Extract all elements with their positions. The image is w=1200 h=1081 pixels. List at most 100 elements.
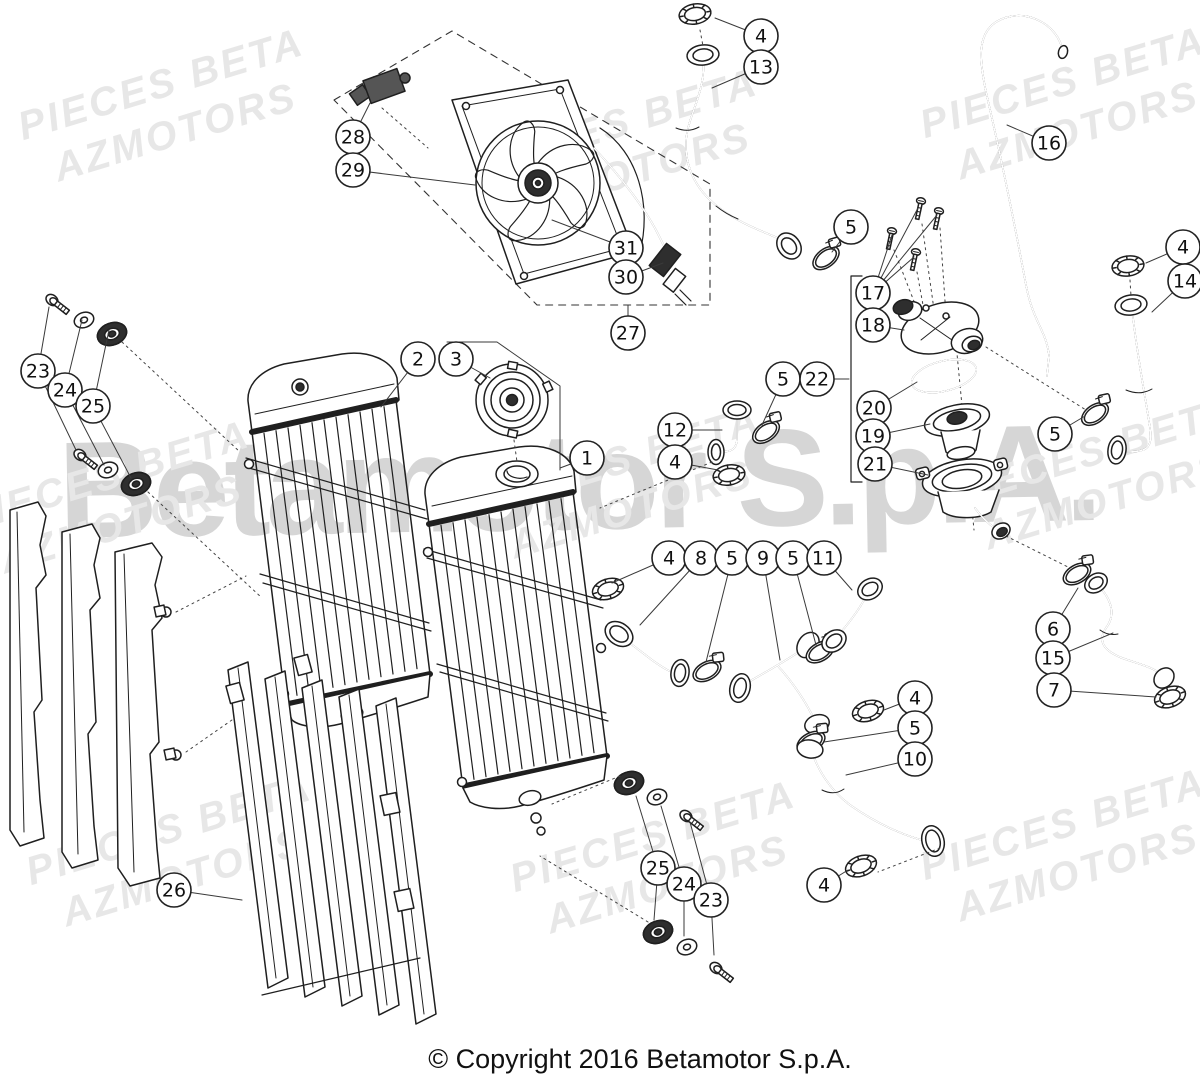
svg-text:4: 4 bbox=[1177, 237, 1189, 259]
callout-10: 10 bbox=[897, 741, 933, 777]
callout-4: 4 bbox=[743, 18, 779, 54]
callout-17: 17 bbox=[855, 275, 891, 311]
fan-blades bbox=[474, 120, 595, 242]
callout-5: 5 bbox=[833, 209, 869, 245]
callout-11: 11 bbox=[806, 540, 842, 576]
svg-text:16: 16 bbox=[1037, 133, 1061, 155]
svg-text:5: 5 bbox=[726, 548, 738, 570]
svg-text:25: 25 bbox=[646, 858, 670, 880]
callout-20: 20 bbox=[856, 390, 892, 426]
callout-7: 7 bbox=[1036, 672, 1072, 708]
svg-text:4: 4 bbox=[755, 26, 767, 48]
callout-23: 23 bbox=[20, 353, 56, 389]
svg-text:17: 17 bbox=[861, 283, 885, 305]
callout-2: 2 bbox=[400, 341, 436, 377]
callout-25: 25 bbox=[75, 388, 111, 424]
callout-23: 23 bbox=[693, 882, 729, 918]
callout-15: 15 bbox=[1035, 640, 1071, 676]
svg-text:28: 28 bbox=[341, 127, 365, 149]
callout-21: 21 bbox=[857, 446, 893, 482]
deflector-panels bbox=[9, 501, 253, 887]
callout-22: 22 bbox=[799, 361, 835, 397]
svg-text:18: 18 bbox=[861, 315, 885, 337]
svg-text:11: 11 bbox=[812, 548, 836, 570]
callout-19: 19 bbox=[855, 418, 891, 454]
radiator-2-fins bbox=[263, 406, 418, 696]
svg-text:10: 10 bbox=[903, 749, 927, 771]
clamp-14-top bbox=[1110, 253, 1146, 279]
callout-5: 5 bbox=[775, 540, 811, 576]
callout-14: 14 bbox=[1167, 263, 1200, 299]
callout-29: 29 bbox=[335, 152, 371, 188]
svg-text:23: 23 bbox=[699, 890, 723, 912]
callout-4: 4 bbox=[651, 540, 687, 576]
radiator-1-tank bbox=[424, 445, 577, 526]
right-hose-group bbox=[1074, 253, 1153, 465]
svg-text:30: 30 bbox=[614, 267, 638, 289]
thermostat-group bbox=[850, 196, 1087, 569]
callout-25: 25 bbox=[640, 850, 676, 886]
svg-text:20: 20 bbox=[862, 398, 886, 420]
clamp-4-elbow bbox=[710, 461, 748, 489]
overflow-hose-group bbox=[980, 14, 1069, 377]
svg-text:25: 25 bbox=[81, 396, 105, 418]
svg-text:5: 5 bbox=[1049, 424, 1061, 446]
callout-13: 13 bbox=[743, 49, 779, 85]
radiator-2-tank bbox=[247, 352, 400, 434]
clamp-5-elbow bbox=[745, 407, 791, 449]
callout-4: 4 bbox=[1165, 229, 1200, 265]
clamp-4-hose10 bbox=[841, 850, 881, 882]
svg-text:22: 22 bbox=[805, 369, 829, 391]
clamp-13-top bbox=[676, 0, 714, 28]
fan-shroud bbox=[599, 127, 645, 253]
group-22-bracket bbox=[850, 275, 863, 483]
bottom-mount-hardware bbox=[539, 766, 736, 986]
svg-text:8: 8 bbox=[695, 548, 707, 570]
svg-text:5: 5 bbox=[787, 548, 799, 570]
hose-15-group bbox=[1056, 550, 1190, 713]
svg-text:7: 7 bbox=[1048, 680, 1060, 702]
svg-text:4: 4 bbox=[669, 452, 681, 474]
svg-text:31: 31 bbox=[614, 238, 638, 260]
callout-4: 4 bbox=[806, 867, 842, 903]
radiator-1-fins bbox=[440, 498, 595, 780]
svg-text:2: 2 bbox=[412, 349, 424, 371]
svg-text:4: 4 bbox=[909, 688, 921, 710]
svg-text:12: 12 bbox=[663, 420, 687, 442]
svg-text:29: 29 bbox=[341, 160, 365, 182]
callout-12: 12 bbox=[657, 412, 693, 448]
fan-kit-box bbox=[333, 30, 711, 306]
svg-text:3: 3 bbox=[450, 349, 462, 371]
svg-text:21: 21 bbox=[863, 454, 887, 476]
callout-5: 5 bbox=[1037, 416, 1073, 452]
elbow-12-group bbox=[599, 400, 791, 509]
svg-text:6: 6 bbox=[1047, 619, 1059, 641]
svg-text:4: 4 bbox=[663, 548, 675, 570]
svg-text:27: 27 bbox=[616, 323, 640, 345]
callout-4: 4 bbox=[657, 444, 693, 480]
callout-18: 18 bbox=[855, 307, 891, 343]
callout-5: 5 bbox=[714, 540, 750, 576]
svg-text:5: 5 bbox=[777, 369, 789, 391]
y-hose-group bbox=[588, 573, 946, 882]
callout-1: 1 bbox=[569, 440, 605, 476]
louver-guard-26 bbox=[225, 653, 437, 1025]
fan-connector bbox=[648, 242, 682, 278]
svg-text:5: 5 bbox=[909, 718, 921, 740]
copyright-line: © Copyright 2016 Betamotor S.p.A. bbox=[428, 1044, 852, 1074]
callout-9: 9 bbox=[745, 540, 781, 576]
clamp-5-y-left bbox=[686, 647, 733, 687]
left-mount-hardware bbox=[43, 291, 263, 599]
thermostat-screws bbox=[883, 196, 945, 272]
svg-text:1: 1 bbox=[581, 448, 593, 470]
clamp-14-elbow bbox=[1074, 389, 1120, 431]
svg-text:26: 26 bbox=[162, 880, 186, 902]
callout-5: 5 bbox=[765, 361, 801, 397]
callout-6: 6 bbox=[1035, 611, 1071, 647]
fan-kit-group bbox=[333, 30, 711, 306]
svg-text:5: 5 bbox=[845, 217, 857, 239]
grommet-25 bbox=[93, 317, 131, 351]
